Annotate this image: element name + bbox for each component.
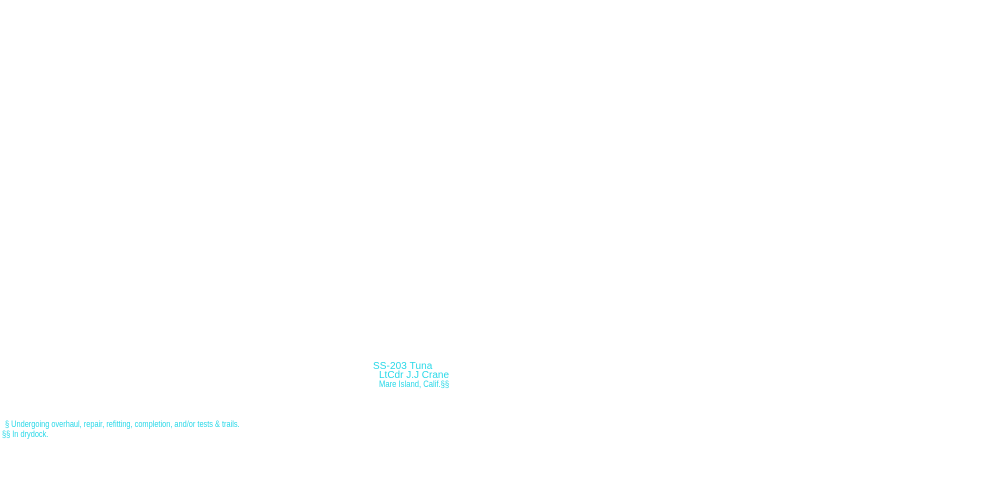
footnote-overhaul: § Undergoing overhaul, repair, refitting… (5, 419, 240, 429)
ship-location: Mare Island, Calif.§§ (379, 379, 450, 389)
ship-name: SS-203 Tuna (373, 361, 433, 372)
footnote-drydock: §§ In drydock. (2, 429, 49, 439)
commanding-officer: LtCdr J.J Crane (379, 370, 450, 381)
